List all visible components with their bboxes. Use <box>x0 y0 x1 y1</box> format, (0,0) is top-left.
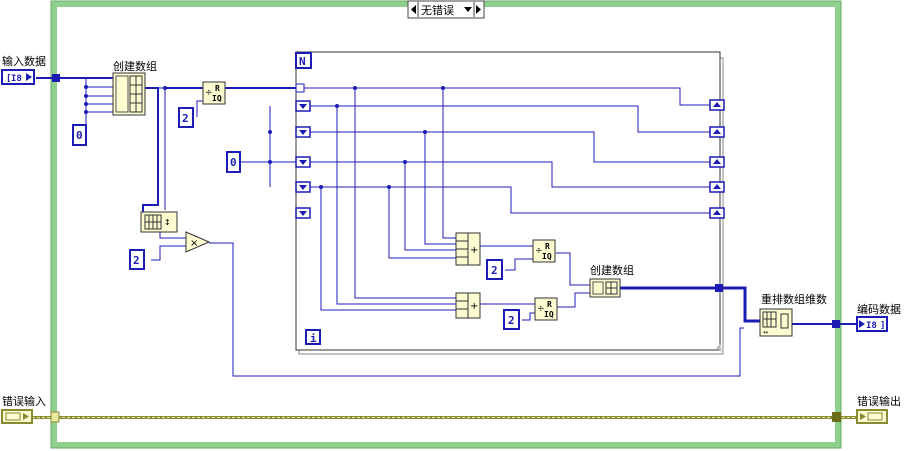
error-in-control[interactable]: 错误输入 <box>1 394 46 424</box>
svg-text:I8: I8 <box>11 74 22 84</box>
svg-text:IQ: IQ <box>542 252 552 261</box>
svg-text:2: 2 <box>491 264 498 277</box>
cluster-arrow-icon <box>23 413 29 420</box>
svg-text:0: 0 <box>76 129 83 142</box>
wire-junctions <box>84 85 445 189</box>
add-node-1[interactable]: + <box>455 232 481 266</box>
build-array-node-2[interactable]: 创建数组 <box>589 263 634 298</box>
encoded-data-indicator[interactable]: 编码数据 I8 ] <box>856 302 901 332</box>
input-tunnel <box>52 74 60 82</box>
constant-two-d[interactable]: 2 <box>503 309 520 330</box>
svg-text:创建数组: 创建数组 <box>590 263 634 277</box>
svg-text:N: N <box>299 55 306 68</box>
svg-text:创建数组: 创建数组 <box>113 59 157 73</box>
svg-text:÷: ÷ <box>205 88 213 98</box>
svg-text:+: + <box>470 245 478 256</box>
svg-text:2: 2 <box>133 254 140 267</box>
svg-text:]: ] <box>880 321 885 331</box>
triangle-down-icon[interactable] <box>464 7 472 12</box>
svg-text:[: [ <box>6 74 11 84</box>
cluster-arrow-icon <box>860 413 866 420</box>
svg-text:0: 0 <box>230 156 237 169</box>
indicator-arrow-icon <box>859 320 865 328</box>
svg-text:R: R <box>547 300 552 309</box>
reshape-array-node[interactable]: 重排数组维数 ↔ <box>759 292 827 337</box>
svg-text:错误输出: 错误输出 <box>857 394 901 408</box>
quotient-remainder-node-3[interactable]: R IQ ÷ <box>534 297 558 321</box>
constant-zero-b[interactable]: 0 <box>226 151 241 173</box>
constant-two-c[interactable]: 2 <box>486 259 503 280</box>
case-selector[interactable]: 无错误 <box>407 0 485 19</box>
control-arrow-icon <box>26 73 32 81</box>
svg-text:重排数组维数: 重排数组维数 <box>761 292 827 306</box>
svg-text:错误输入: 错误输入 <box>2 394 46 408</box>
svg-text:↔: ↔ <box>763 329 768 336</box>
constant-zero-a[interactable]: 0 <box>72 124 87 146</box>
svg-text:÷: ÷ <box>535 246 543 256</box>
quotient-remainder-node-1[interactable]: R IQ ÷ <box>202 81 226 105</box>
case-selector-label: 无错误 <box>421 3 454 17</box>
svg-text:R: R <box>215 84 220 93</box>
svg-text:×: × <box>190 238 198 249</box>
loop-shift-registers <box>709 99 725 292</box>
error-wire <box>32 411 858 423</box>
svg-text:R: R <box>545 242 550 251</box>
svg-text:IQ: IQ <box>212 94 222 103</box>
svg-text:÷: ÷ <box>537 304 545 314</box>
output-tunnel <box>832 320 840 328</box>
quotient-remainder-node-2[interactable]: R IQ ÷ <box>532 239 556 263</box>
svg-text:IQ: IQ <box>544 310 554 319</box>
constant-two-a[interactable]: 2 <box>178 107 194 128</box>
svg-text:编码数据: 编码数据 <box>857 302 901 316</box>
for-loop: N i <box>295 51 724 355</box>
triangle-left-icon[interactable] <box>411 5 416 14</box>
svg-text:2: 2 <box>508 314 515 327</box>
loop-input-tunnels <box>295 83 311 219</box>
loop-count-terminal[interactable]: N <box>295 52 312 69</box>
svg-text:2: 2 <box>182 112 189 125</box>
triangle-right-icon[interactable] <box>476 5 481 14</box>
svg-text:I8: I8 <box>866 321 877 331</box>
array-size-node[interactable]: ↕ <box>140 211 178 233</box>
build-array-node-1[interactable]: 创建数组 <box>112 59 157 116</box>
input-data-control[interactable]: 输入数据 [ I8 <box>1 54 46 85</box>
svg-text:↕: ↕ <box>164 218 171 227</box>
svg-text:+: + <box>470 301 478 312</box>
loop-iteration-terminal[interactable]: i <box>305 329 321 345</box>
add-node-2[interactable]: + <box>455 292 481 319</box>
constant-two-b[interactable]: 2 <box>129 249 145 270</box>
svg-text:输入数据: 输入数据 <box>2 54 46 68</box>
multiply-node[interactable]: × <box>185 231 211 253</box>
error-out-indicator[interactable]: 错误输出 <box>856 394 901 424</box>
svg-text:i: i <box>310 332 317 345</box>
